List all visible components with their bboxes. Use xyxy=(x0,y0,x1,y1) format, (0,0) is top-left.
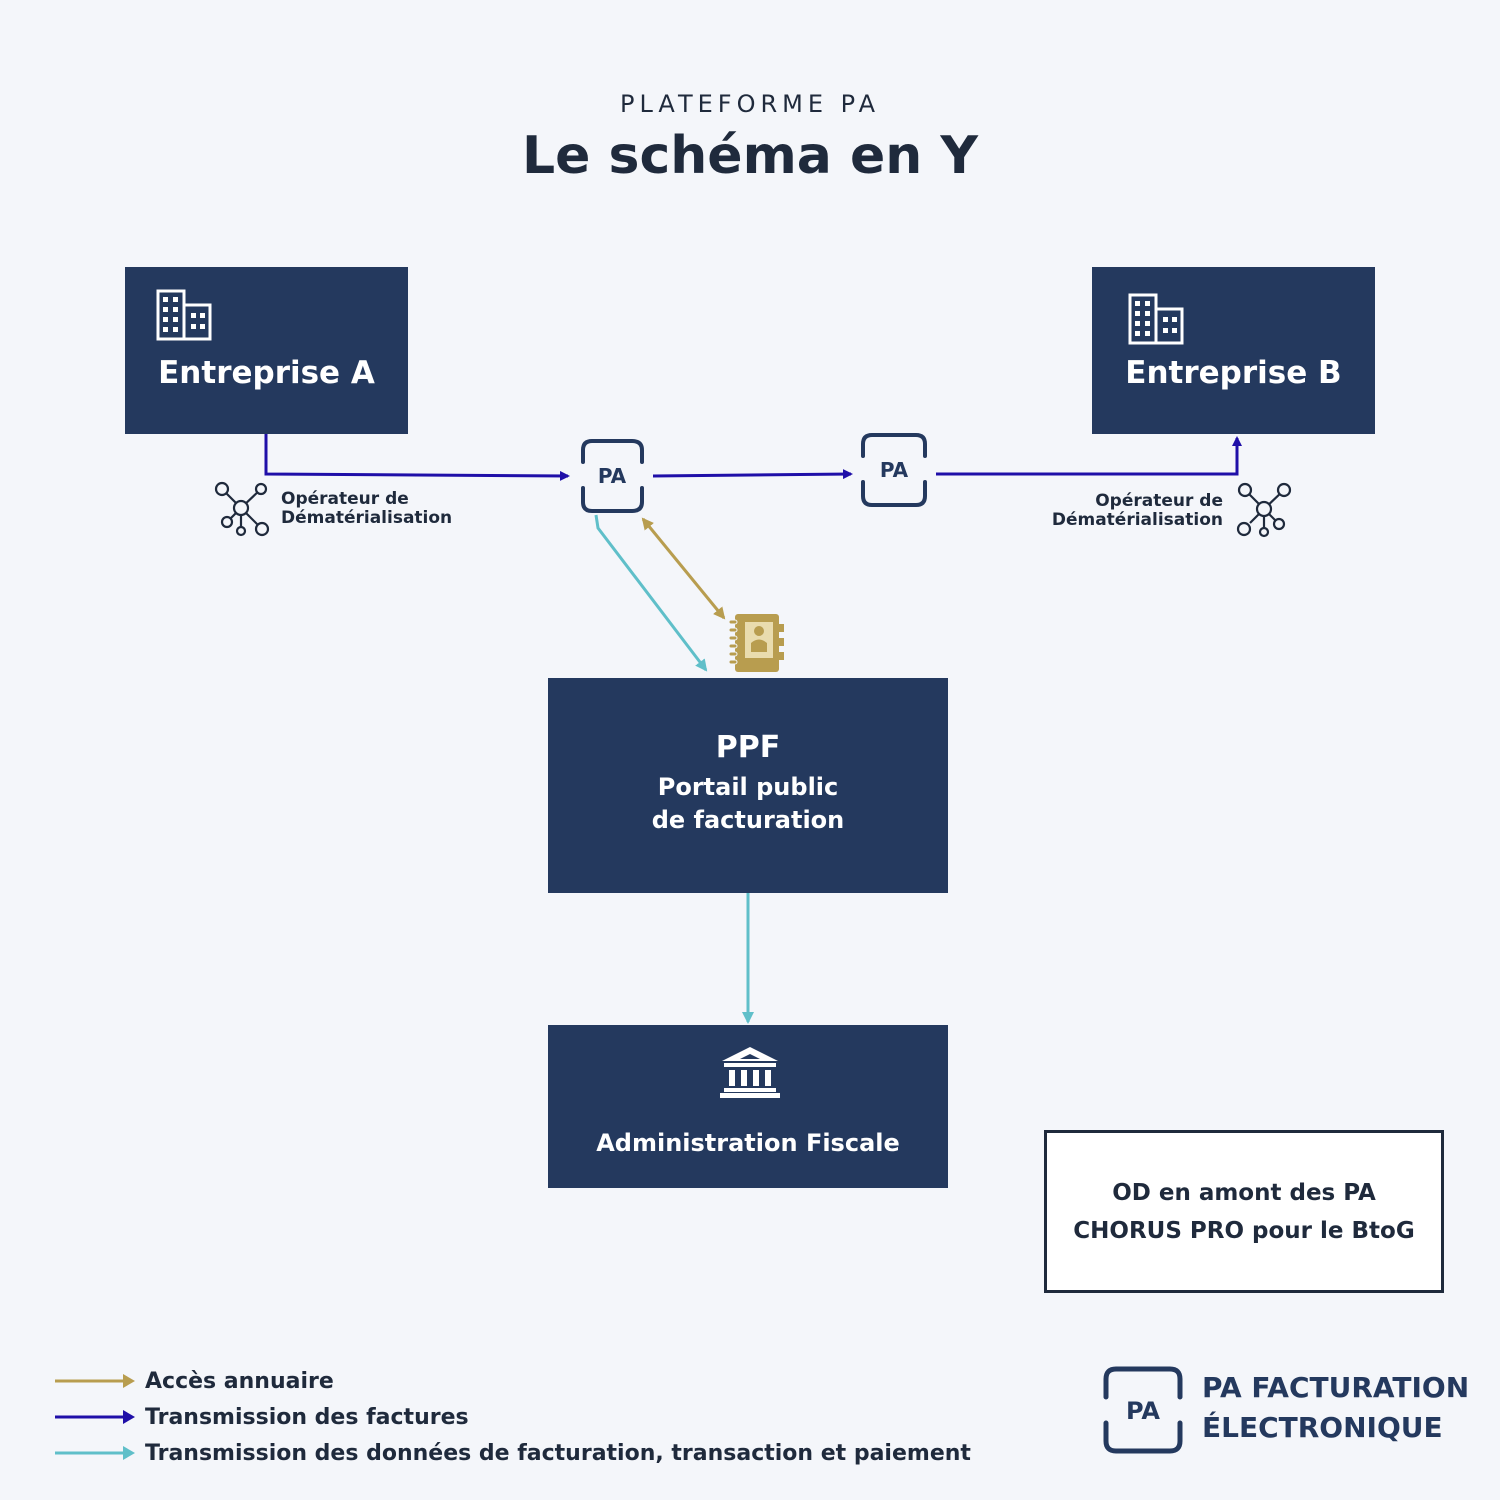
operator-right-line2: Dématérialisation xyxy=(1051,510,1223,530)
pa-right-label: PA xyxy=(880,458,909,482)
legend-arrow-teal xyxy=(55,1446,135,1460)
legend-item-annuaire: Accès annuaire xyxy=(55,1366,334,1396)
flow-pa-to-entreprise-b xyxy=(936,436,1242,476)
flow-pa-to-ppf xyxy=(594,514,708,672)
note-line2: CHORUS PRO pour le BtoG xyxy=(1073,1217,1415,1244)
entreprise-a-label: Entreprise A xyxy=(158,355,375,391)
brand-badge-label: PA xyxy=(1126,1397,1160,1425)
legend-arrow-gold xyxy=(55,1374,135,1388)
admin-label: Administration Fiscale xyxy=(596,1129,900,1157)
entreprise-a-box: Entreprise A xyxy=(125,267,408,434)
operator-label-right: Opérateur de Dématérialisation xyxy=(1020,492,1223,530)
legend-label: Transmission des factures xyxy=(145,1404,469,1430)
operator-right-line1: Opérateur de xyxy=(1095,491,1223,511)
diagram-title: Le schéma en Y xyxy=(522,126,978,186)
note-line1: OD en amont des PA xyxy=(1112,1179,1376,1206)
legend-item-factures: Transmission des factures xyxy=(55,1402,469,1432)
ppf-title: PPF xyxy=(715,730,781,765)
flow-directory-access xyxy=(641,517,726,620)
pa-badge-left: PA xyxy=(581,439,644,513)
entreprise-b-label: Entreprise B xyxy=(1125,355,1342,391)
entreprise-b-box: Entreprise B xyxy=(1092,267,1375,434)
legend-item-donnees: Transmission des données de facturation,… xyxy=(55,1438,971,1468)
network-icon xyxy=(214,481,270,537)
ppf-line1: Portail public xyxy=(657,773,839,801)
diagram-overline: PLATEFORME PA xyxy=(620,90,880,118)
legend-arrow-blue xyxy=(55,1410,135,1424)
building-icon xyxy=(156,289,212,341)
brand-line2: ÉLECTRONIQUE xyxy=(1202,1411,1443,1444)
directory-book-icon xyxy=(728,614,784,672)
operator-left-line2: Dématérialisation xyxy=(281,508,453,528)
bank-building-icon xyxy=(720,1047,780,1098)
operator-left-line1: Opérateur de xyxy=(281,489,409,509)
brand-name: PA FACTURATION ÉLECTRONIQUE xyxy=(1202,1368,1469,1448)
flow-pa-to-pa xyxy=(652,469,853,480)
legend-label: Transmission des données de facturation,… xyxy=(145,1440,971,1466)
network-icon xyxy=(1236,482,1292,538)
building-icon xyxy=(1128,293,1184,345)
brand-logo: PA xyxy=(1103,1366,1183,1454)
pa-left-label: PA xyxy=(598,464,627,488)
pa-badge-right: PA xyxy=(861,433,927,507)
operator-label-left: Opérateur de Dématérialisation xyxy=(281,490,452,528)
admin-box: Administration Fiscale xyxy=(548,1025,948,1188)
ppf-box: PPF Portail public de facturation xyxy=(548,678,948,893)
ppf-line2: de facturation xyxy=(651,806,845,834)
brand-line1: PA FACTURATION xyxy=(1202,1371,1470,1404)
note-box: OD en amont des PA CHORUS PRO pour le Bt… xyxy=(1044,1130,1444,1293)
legend-label: Accès annuaire xyxy=(145,1368,334,1394)
flow-entreprise-a-to-pa xyxy=(264,434,570,481)
